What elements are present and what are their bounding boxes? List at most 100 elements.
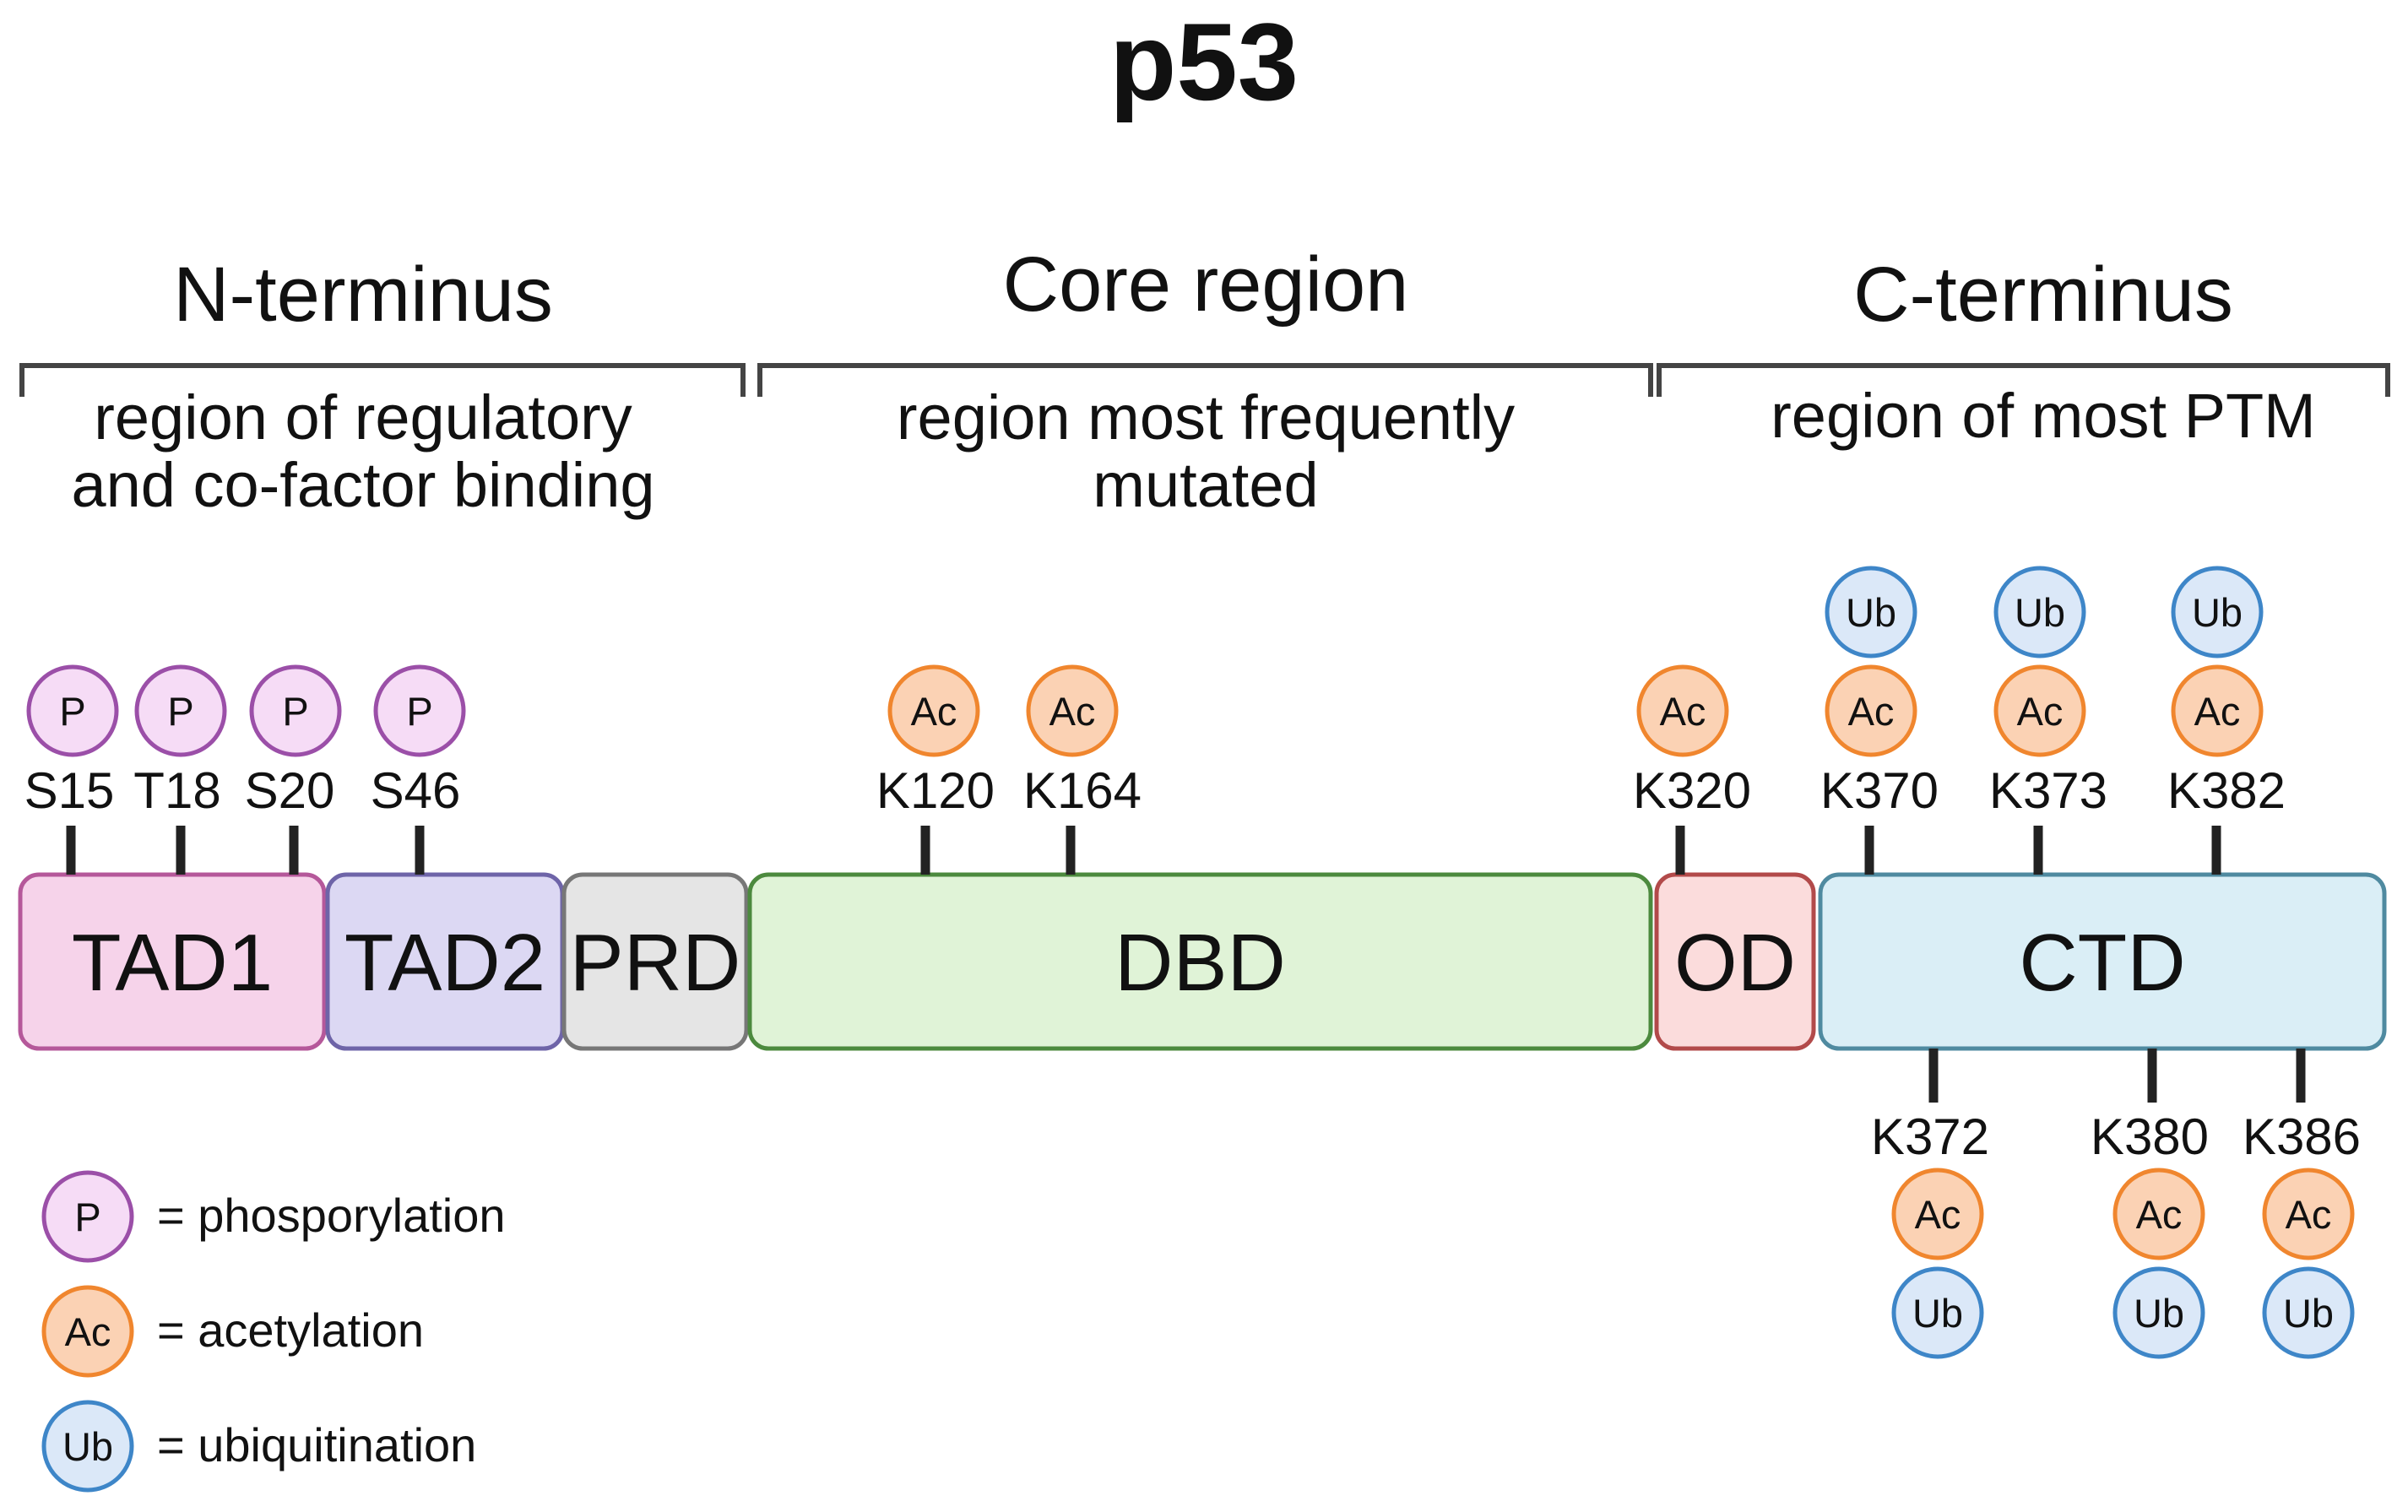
region-description: region most frequently xyxy=(897,382,1515,453)
modification-symbol: Ub xyxy=(2015,590,2065,635)
site-label: K120 xyxy=(876,762,995,819)
diagram-title: p53 xyxy=(1109,0,1299,123)
legend-label: = acetylation xyxy=(157,1303,424,1357)
region-description: region of regulatory xyxy=(94,382,632,453)
phospho-marker: P xyxy=(134,664,227,757)
site-k164: K164 Ac xyxy=(1023,664,1142,875)
ubiq-marker: Ub xyxy=(2171,566,2264,658)
domain-box xyxy=(1818,872,2387,1051)
domain-label: DBD xyxy=(1115,918,1286,1008)
site-label: K372 xyxy=(1871,1108,1989,1165)
acetyl-marker: Ac xyxy=(2171,664,2264,757)
site-label: K320 xyxy=(1633,762,1751,819)
modification-symbol: Ac xyxy=(2017,689,2064,734)
site-label: K370 xyxy=(1820,762,1939,819)
region-bracket xyxy=(19,363,746,397)
legend-label: = ubiquitination xyxy=(157,1418,476,1471)
legend-ubiq-marker: Ub xyxy=(41,1400,134,1493)
domain-tad1: TAD1 xyxy=(18,872,327,1051)
acetyl-marker: Ac xyxy=(2262,1168,2355,1260)
acetyl-marker: Ac xyxy=(887,664,980,757)
modification-symbol: P xyxy=(167,689,193,734)
legend-phospho-marker: P xyxy=(41,1170,134,1263)
ubiq-marker: Ub xyxy=(1891,1266,1984,1359)
domain-label: PRD xyxy=(570,918,741,1008)
domain-od: OD xyxy=(1654,872,1816,1051)
acetyl-marker: Ac xyxy=(1891,1168,1984,1260)
domain-box xyxy=(747,872,1653,1051)
domain-ctd: CTD xyxy=(1818,872,2387,1051)
domain-box xyxy=(1654,872,1816,1051)
ubiq-marker: Ub xyxy=(1825,566,1917,658)
ubiq-marker: Ub xyxy=(2262,1266,2355,1359)
region-bracket xyxy=(1657,363,2390,397)
modification-sites: S15PT18PS20PS46PK120AcK164AcK320AcK370Ac… xyxy=(24,566,2361,1359)
site-label: K382 xyxy=(2167,762,2286,819)
legend-item-ubiq: Ub = ubiquitination xyxy=(41,1400,476,1493)
modification-symbol: Ac xyxy=(1049,689,1096,734)
site-t18: T18 P xyxy=(133,664,227,875)
acetyl-marker: Ac xyxy=(1636,664,1729,757)
domain-box xyxy=(561,872,749,1051)
region-description: and co-factor binding xyxy=(71,450,654,520)
region-description: mutated xyxy=(1093,450,1318,520)
modification-symbol: Ac xyxy=(1660,689,1706,734)
site-s20: S20 P xyxy=(245,664,342,875)
acetyl-marker: Ac xyxy=(2112,1168,2205,1260)
phospho-marker: P xyxy=(373,664,466,757)
site-k320: K320 Ac xyxy=(1633,664,1751,875)
site-label: K373 xyxy=(1989,762,2107,819)
acetyl-marker: Ac xyxy=(1825,664,1917,757)
site-label: T18 xyxy=(133,762,220,819)
domain-label: TAD1 xyxy=(72,918,273,1008)
domain-tad2: TAD2 xyxy=(325,872,565,1051)
modification-symbol: Ac xyxy=(1848,689,1895,734)
legend-acetyl-marker: Ac xyxy=(41,1285,134,1378)
modification-symbol: Ac xyxy=(1915,1192,1961,1237)
domain-label: TAD2 xyxy=(344,918,545,1008)
modification-symbol: Ac xyxy=(65,1309,111,1354)
legend-label: = phosporylation xyxy=(157,1189,506,1242)
modification-symbol: Ac xyxy=(2136,1192,2183,1237)
legend-item-acetyl: Ac = acetylation xyxy=(41,1285,424,1378)
phospho-marker: P xyxy=(249,664,342,757)
phospho-marker: P xyxy=(26,664,119,757)
domain-dbd: DBD xyxy=(747,872,1653,1051)
site-label: S20 xyxy=(245,762,335,819)
modification-symbol: P xyxy=(282,689,308,734)
modification-symbol: Ac xyxy=(2286,1192,2332,1237)
acetyl-marker: Ac xyxy=(1026,664,1119,757)
site-label: K164 xyxy=(1023,762,1142,819)
modification-symbol: P xyxy=(406,689,432,734)
region-bracket xyxy=(757,363,1653,397)
region-c: C-terminus region of most PTM xyxy=(1657,252,2390,451)
region-title: C-terminus xyxy=(1853,252,2233,338)
site-k373: K373 Ac Ub xyxy=(1989,566,2107,875)
domain-bar: TAD1 TAD2 PRD DBD OD CTD xyxy=(18,872,2387,1051)
modification-symbol: Ub xyxy=(62,1424,113,1469)
region-title: N-terminus xyxy=(173,252,553,338)
region-description: region of most PTM xyxy=(1771,381,2316,451)
site-k370: K370 Ac Ub xyxy=(1820,566,1939,875)
domain-label: OD xyxy=(1674,918,1796,1008)
modification-symbol: Ub xyxy=(1846,590,1896,635)
site-label: K386 xyxy=(2243,1108,2361,1165)
modification-symbol: Ub xyxy=(2192,590,2243,635)
modification-symbol: P xyxy=(59,689,85,734)
domain-label: CTD xyxy=(2019,918,2185,1008)
legend-item-phospho: P = phosporylation xyxy=(41,1170,506,1263)
site-label: K380 xyxy=(2091,1108,2209,1165)
modification-symbol: Ub xyxy=(2283,1291,2334,1336)
